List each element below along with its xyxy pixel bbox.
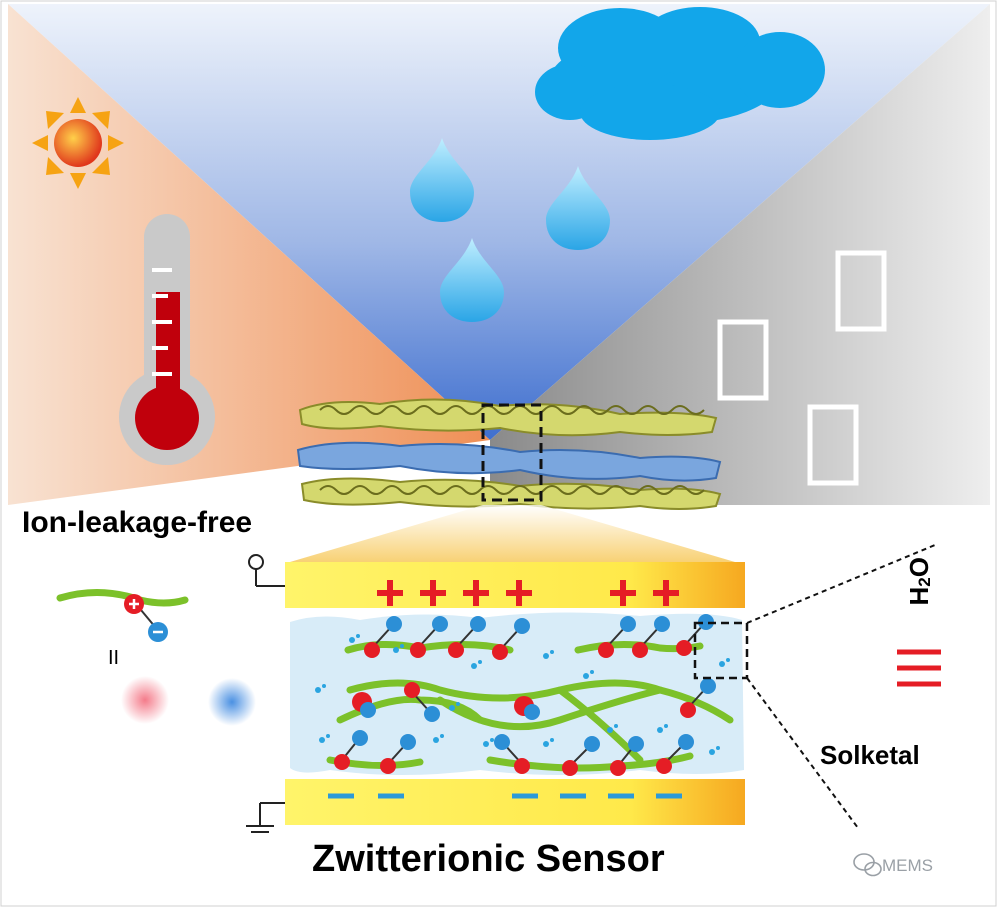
watermark-text: MEMS [882,856,933,875]
solketal-label: Solketal [820,740,920,770]
zoom-box-film [481,403,543,502]
building-icon [717,250,887,486]
sky-panel [8,4,990,440]
film-stack [296,398,722,510]
plus-charge [610,580,636,606]
environment-panels [8,4,990,505]
cloud-icon [535,7,825,140]
zwitterion-legend [56,589,256,726]
zwitterion-groups [334,614,716,776]
h2o-main: H [904,586,934,606]
zoom-cone [290,505,735,562]
top-electrode-charges [377,580,679,606]
electrolyte [290,612,744,775]
zwitterionic-sensor-title: Zwitterionic Sensor [312,838,665,880]
water-formula-label: H2O [904,557,935,605]
thermometer-icon [119,214,215,465]
plus-charge [420,580,446,606]
sun-icon [32,97,124,189]
wechat-icon [853,853,882,877]
circuit-terminal [248,554,285,587]
temperature-panel [8,4,490,505]
pressure-panel [490,4,990,505]
plus-charge [506,580,532,606]
water-drop-icon [410,138,610,322]
plus-charge [653,580,679,606]
equivalence-sign: II [108,647,120,669]
ground-symbol [246,802,285,833]
zoom-detail [693,544,936,829]
water-molecules [315,634,730,755]
plus-charge [463,580,489,606]
plus-charge [377,580,403,606]
equals-sign [897,649,941,687]
top-electrode [285,562,745,608]
bottom-electrode [285,779,745,825]
ion-leakage-free-label: Ion-leakage-free [22,506,253,539]
h2o-subscript: 2 [915,577,935,587]
h2o-tail: O [904,557,934,578]
